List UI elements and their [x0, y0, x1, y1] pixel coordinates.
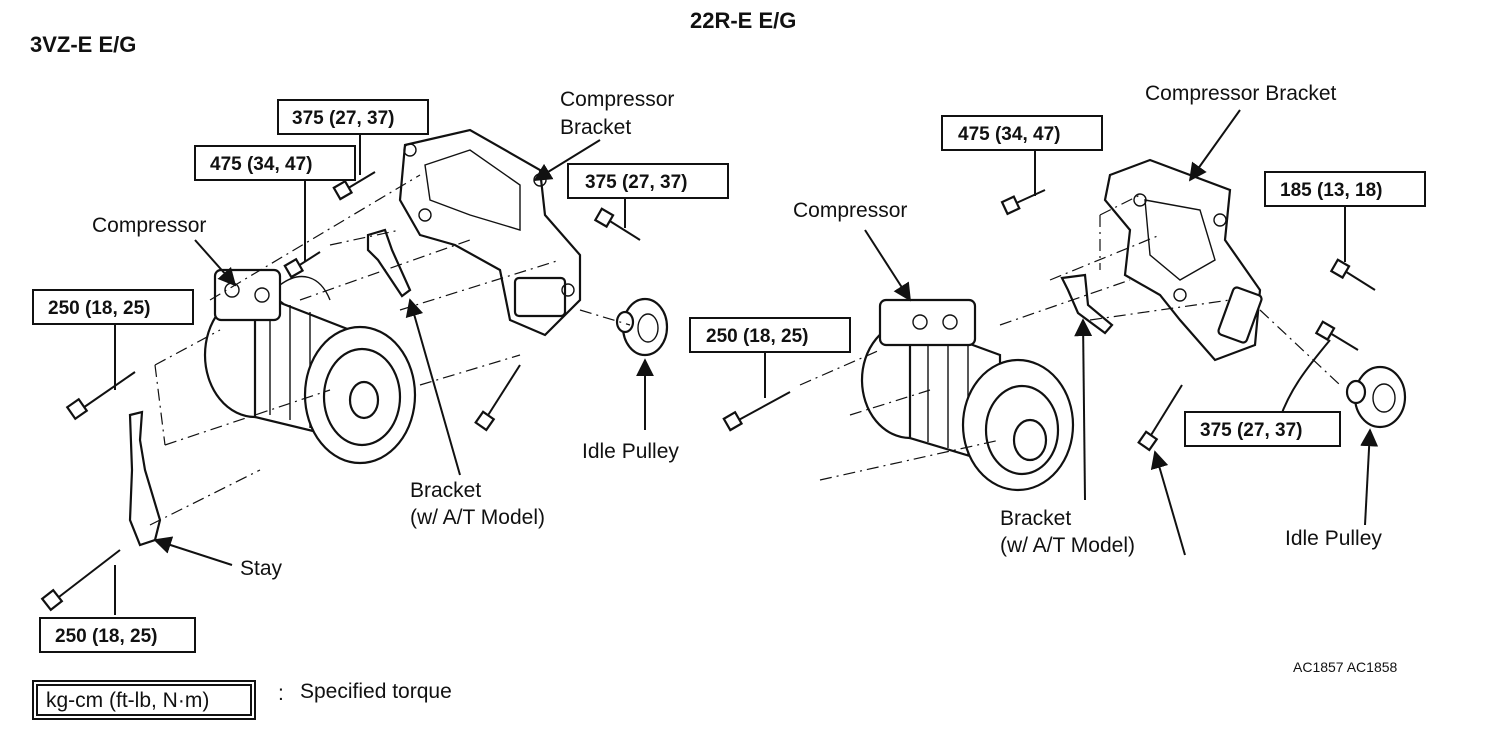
right-compressor-bracket-label: Compressor Bracket [1145, 82, 1337, 105]
left-stay-label: Stay [240, 557, 283, 580]
left-compressor-bracket-drawing [398, 128, 582, 337]
right-compressor-bracket-drawing [1103, 158, 1263, 362]
left-at-bracket-drawing [366, 228, 412, 298]
right-bracket-label-line1: Bracket [1000, 507, 1071, 530]
left-bolts [40, 171, 641, 612]
right-engine-title: 22R-E E/G [690, 8, 796, 33]
left-bracket-label-line2: (w/ A/T Model) [410, 506, 545, 529]
left-torque-right-box: 375 (27, 37) [567, 163, 729, 199]
right-bolts [722, 189, 1376, 452]
left-torque-bottom-box: 250 (18, 25) [39, 617, 196, 653]
left-assembly: 375 (27, 37) 475 (34, 47) 375 (27, 37) 2… [32, 88, 729, 653]
left-idle-pulley-label: Idle Pulley [582, 440, 679, 463]
right-torque-bottom-label: 375 (27, 37) [1200, 420, 1302, 441]
left-engine-title: 3VZ-E E/G [30, 32, 136, 57]
left-bracket-label-line1: Bracket [410, 479, 481, 502]
right-leaders [764, 109, 1379, 556]
right-torque-top-box: 475 (34, 47) [941, 115, 1103, 151]
left-alignment-lines [149, 174, 631, 526]
left-stay-drawing [128, 410, 162, 547]
left-torque-left-box: 250 (18, 25) [32, 289, 194, 325]
right-torque-left-box: 250 (18, 25) [689, 317, 851, 353]
right-compressor-label: Compressor [793, 199, 907, 222]
torque-legend: kg-cm (ft-lb, N·m) : Specified torque [32, 680, 452, 720]
right-at-bracket-drawing [1060, 273, 1114, 335]
left-torque-mid-label: 475 (34, 47) [210, 154, 312, 175]
left-torque-top-label: 375 (27, 37) [292, 108, 394, 129]
right-torque-left-label: 250 (18, 25) [706, 326, 808, 347]
right-bracket-label-line2: (w/ A/T Model) [1000, 534, 1135, 557]
left-idle-pulley-drawing [615, 297, 669, 357]
left-compressor-bracket-label-line1: Compressor [560, 88, 674, 111]
right-assembly: 475 (34, 47) 185 (13, 18) 250 (18, 25) 3… [689, 82, 1426, 557]
legend-description: Specified torque [300, 680, 452, 703]
legend-colon: : [278, 682, 284, 705]
right-idle-pulley-label: Idle Pulley [1285, 527, 1382, 550]
right-torque-right-label: 185 (13, 18) [1280, 180, 1382, 201]
left-leaders [114, 130, 654, 615]
right-alignment-lines [799, 194, 1341, 481]
left-compressor-label: Compressor [92, 214, 206, 237]
left-torque-right-label: 375 (27, 37) [585, 172, 687, 193]
left-compressor-drawing [203, 268, 417, 465]
right-torque-right-box: 185 (13, 18) [1264, 171, 1426, 207]
left-torque-left-label: 250 (18, 25) [48, 298, 150, 319]
left-compressor-bracket-label-line2: Bracket [560, 116, 631, 139]
right-compressor-drawing [860, 298, 1075, 492]
right-torque-top-label: 475 (34, 47) [958, 124, 1060, 145]
figure-code: AC1857 AC1858 [1293, 659, 1398, 675]
legend-unit-label: kg-cm (ft-lb, N·m) [46, 689, 209, 712]
left-torque-bottom-label: 250 (18, 25) [55, 626, 157, 647]
left-torque-top-box: 375 (27, 37) [277, 99, 429, 135]
left-torque-mid-box: 475 (34, 47) [194, 145, 356, 181]
right-torque-bottom-box: 375 (27, 37) [1184, 411, 1341, 447]
right-idle-pulley-drawing [1345, 365, 1407, 429]
